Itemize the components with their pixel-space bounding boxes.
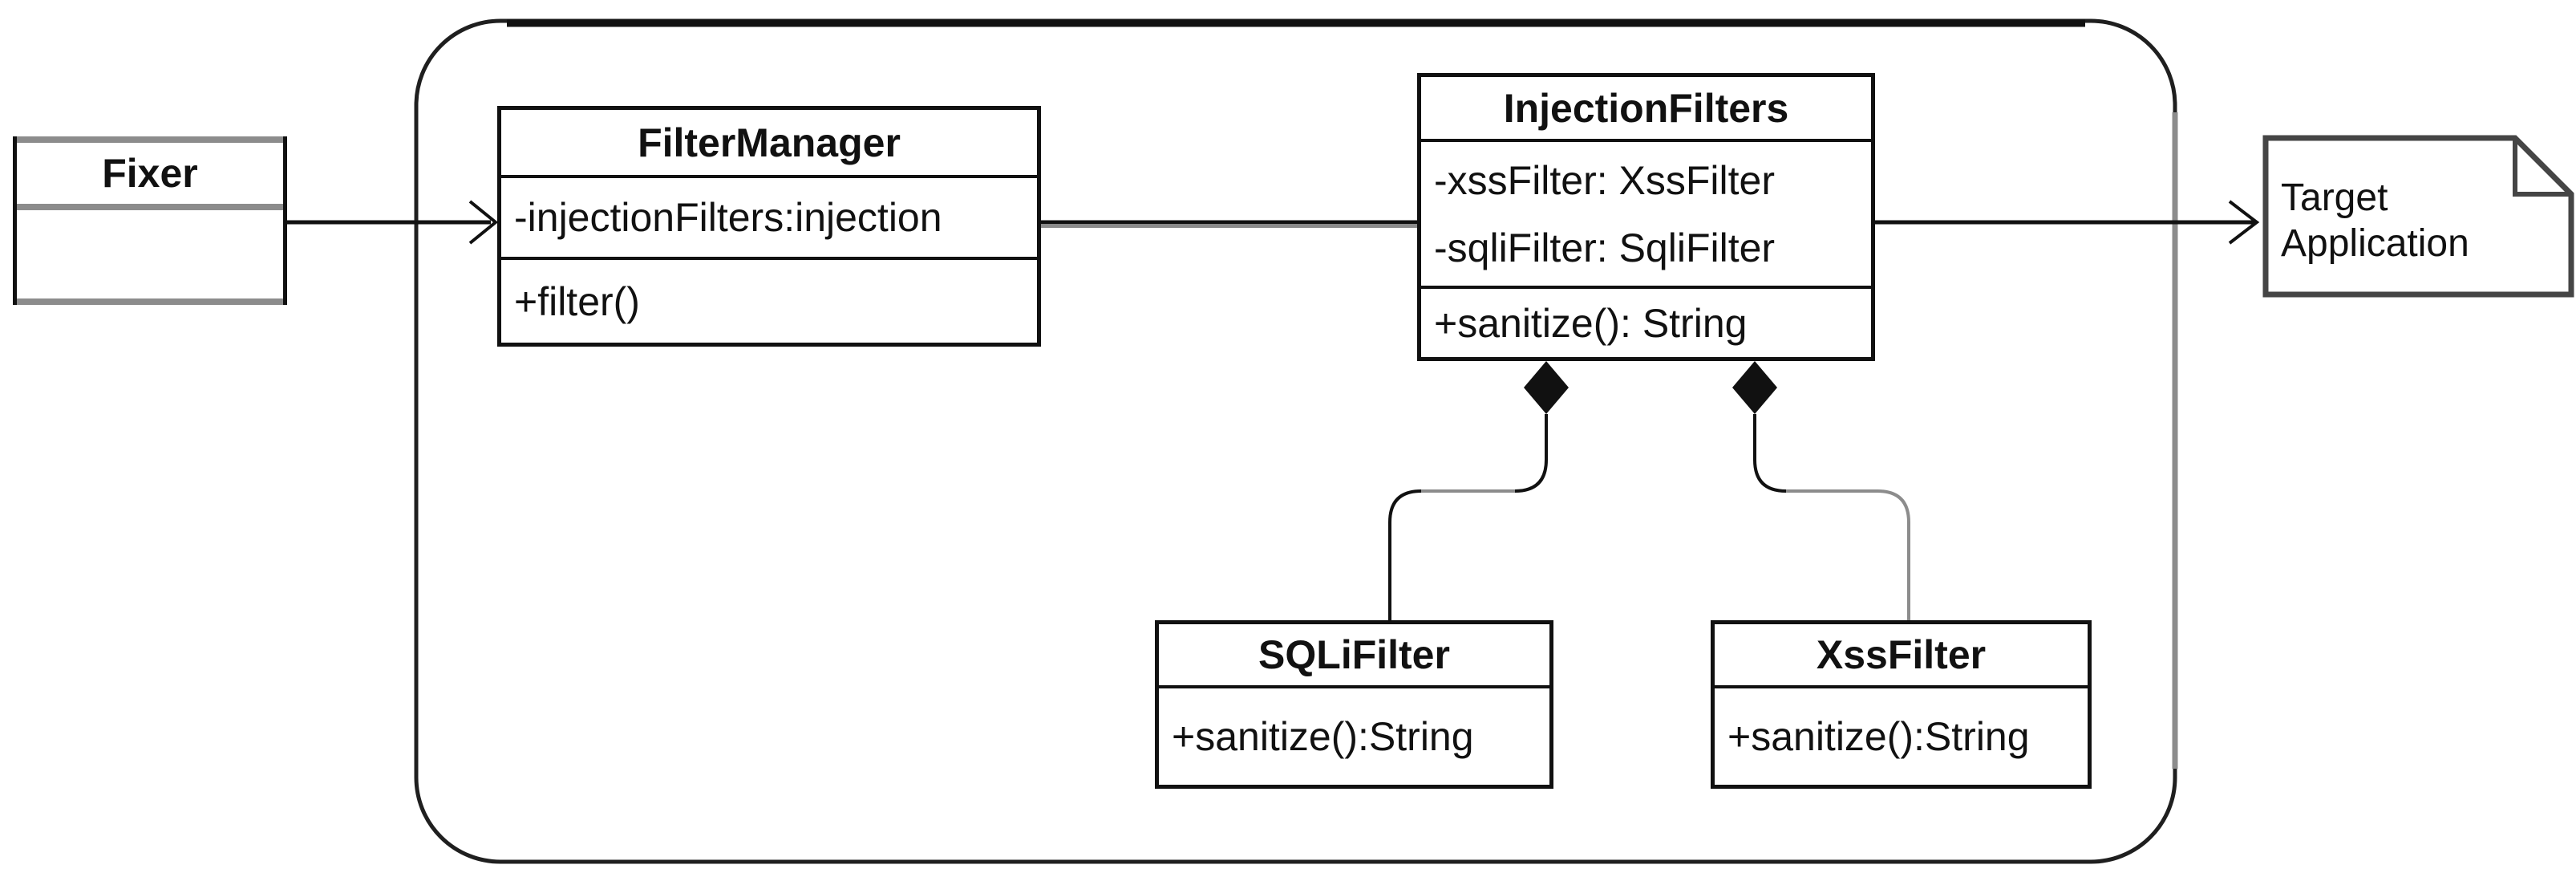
class-box-xssfilter: XssFilter +sanitize():String [1711,620,2092,789]
class-title: SQLiFilter [1258,632,1450,677]
fixer-empty-compartment [17,210,283,298]
attributes-compartment: -xssFilter: XssFilter -sqliFilter: SqliF… [1421,139,1871,286]
class-title: XssFilter [1816,632,1987,677]
class-title: FilterManager [638,120,901,165]
class-box-filtermanager: FilterManager -injectionFilters:injectio… [497,106,1041,347]
methods-compartment: +sanitize():String [1159,685,1549,785]
injectionfilters-to-sqlifilter-connector-end [1388,489,1422,622]
note-folded-corner-icon [2513,138,2571,197]
fixer-top-rule [17,136,283,143]
open-arrowhead-icon [2228,200,2260,245]
fixer-bottom-rule [17,298,283,305]
injectionfilters-to-xssfilter-connector-end [1786,489,1910,622]
methods-compartment: +sanitize(): String [1421,286,1871,357]
attribute-line: -xssFilter: XssFilter [1434,157,1775,203]
composition-diamond-icon [1732,361,1777,414]
attribute-line: -sqliFilter: SqliFilter [1434,225,1776,270]
note-line: Target [2281,177,2388,219]
class-box-fixer: Fixer [13,136,287,305]
class-title: InjectionFilters [1503,85,1789,131]
target-application-note-shape [2262,135,2574,298]
methods-compartment: +filter() [501,257,1037,343]
class-title: Fixer [102,151,198,196]
attributes-compartment: -injectionFilters:injection [501,175,1037,257]
open-arrowhead-icon [468,200,499,245]
target-application-note-label: Target Application [2281,175,2554,266]
fixer-divider-rule [17,204,283,210]
composition-diamond-icon [1524,361,1569,414]
class-box-sqlifilter: SQLiFilter +sanitize():String [1155,620,1553,789]
note-line: Application [2281,222,2469,265]
class-box-injectionfilters: InjectionFilters -xssFilter: XssFilter -… [1417,73,1875,361]
injectionfilters-to-sqlifilter-connector [1514,414,1548,493]
methods-compartment: +sanitize():String [1715,685,2088,785]
injectionfilters-to-xssfilter-connector [1753,414,1787,493]
